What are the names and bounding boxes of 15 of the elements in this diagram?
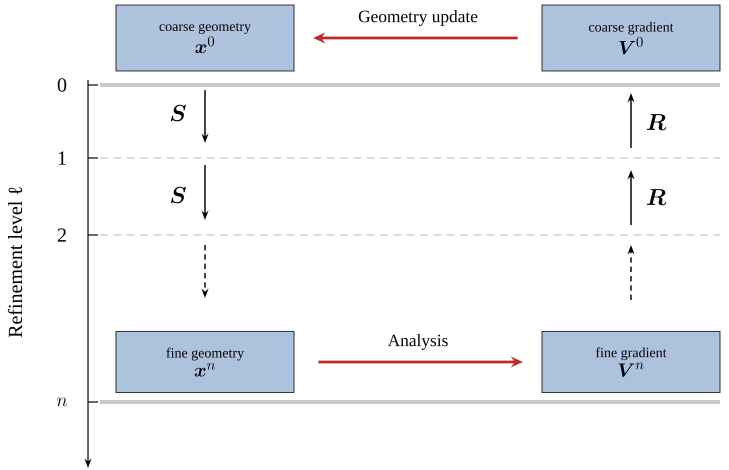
edge-label: Geometry update xyxy=(358,10,478,26)
process-box: coarse gradient $\boldsymbol{V}^0$ xyxy=(542,4,720,72)
tick-label: 0 xyxy=(58,78,66,92)
process-box: fine gradient $\boldsymbol{V}^n$ xyxy=(542,331,720,393)
operator-label: $\boldsymbol{R}$ xyxy=(646,189,666,206)
edge-label: Analysis xyxy=(388,334,448,350)
tick-label: 2 xyxy=(58,228,66,242)
operator-label: $\boldsymbol{S}$ xyxy=(170,186,186,204)
process-box: coarse geometry $\boldsymbol{x}^0$ xyxy=(116,4,294,72)
operator-label: $\boldsymbol{R}$ xyxy=(646,114,666,130)
axis-title: Refinement level ℓ xyxy=(8,187,22,338)
process-box: fine geometry $\boldsymbol{x}^n$ xyxy=(116,331,294,393)
tick-label: $n$ xyxy=(56,398,68,406)
operator-label: $\boldsymbol{S}$ xyxy=(170,104,186,122)
tick-label: 1 xyxy=(58,151,66,165)
